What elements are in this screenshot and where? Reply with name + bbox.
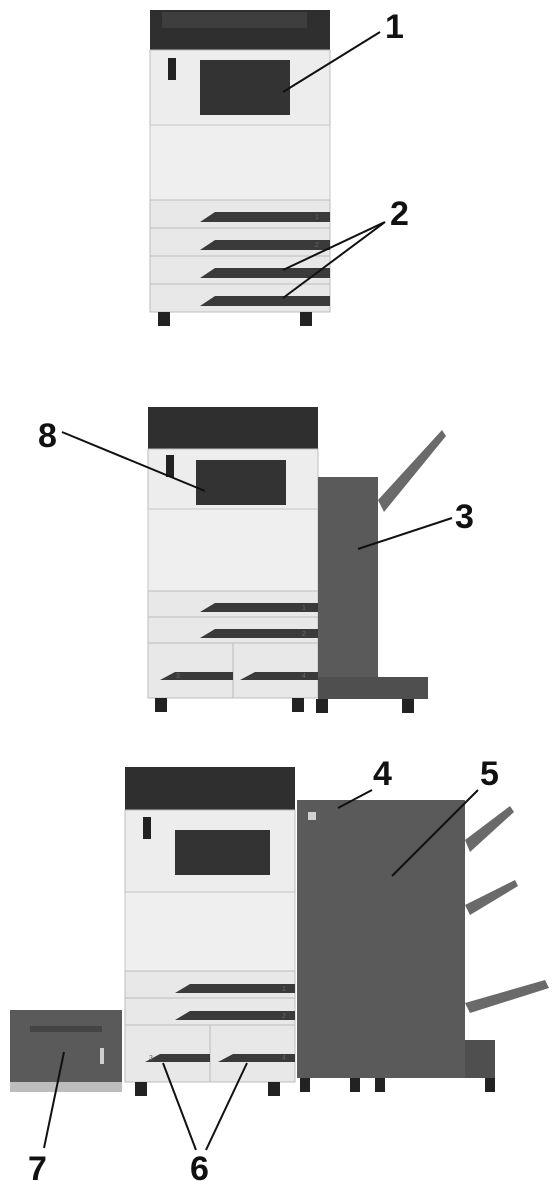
tray-handle xyxy=(175,1011,295,1020)
tray-handle xyxy=(200,629,318,638)
leader-line-3 xyxy=(357,517,453,550)
caster xyxy=(135,1082,147,1096)
tandem-tray-3 xyxy=(147,642,234,699)
finisher-bin xyxy=(378,430,446,512)
adf-scanner xyxy=(125,767,295,810)
tray-number: 1 xyxy=(315,214,319,221)
printer-basic-config: 1 2 1 2 xyxy=(149,8,409,326)
caster xyxy=(350,1078,360,1092)
printer-full-config: 1 2 3 4 4 5 6 7 xyxy=(10,755,549,1181)
finisher-bin xyxy=(465,806,514,852)
tray-handle xyxy=(175,984,295,993)
tray-handle xyxy=(145,1054,210,1062)
callout-8: 8 xyxy=(38,417,57,455)
status-light xyxy=(168,58,176,80)
callout-1: 1 xyxy=(385,8,404,46)
tray-number: 2 xyxy=(315,242,319,249)
leader-line-8 xyxy=(61,431,206,492)
caster xyxy=(158,312,170,326)
caster xyxy=(300,1078,310,1092)
tray-handle xyxy=(200,212,330,222)
tray-number: 2 xyxy=(282,1013,286,1020)
leader-line-5 xyxy=(391,789,479,877)
standard-output-bin xyxy=(200,60,290,115)
front-door xyxy=(149,124,331,201)
tray-number: 4 xyxy=(282,1055,286,1062)
leader-line-2a xyxy=(282,221,386,271)
tray-number: 4 xyxy=(302,673,306,680)
unit-button xyxy=(308,812,316,820)
finisher-base xyxy=(318,677,428,699)
callout-6: 6 xyxy=(190,1150,209,1181)
tray-number: 1 xyxy=(302,605,306,612)
caster xyxy=(485,1078,495,1092)
callout-7: 7 xyxy=(28,1150,47,1181)
callout-2: 2 xyxy=(390,195,409,233)
high-capacity-feeder xyxy=(10,1010,122,1082)
leader-line-6a xyxy=(162,1062,197,1151)
front-door xyxy=(147,508,319,592)
booklet-finisher xyxy=(362,800,465,1078)
tray-number: 2 xyxy=(302,631,306,638)
callout-4: 4 xyxy=(373,755,392,793)
leader-line-4 xyxy=(337,789,373,809)
tray-handle xyxy=(200,240,330,250)
caster xyxy=(268,1082,280,1096)
leader-line-7 xyxy=(43,1051,65,1149)
callout-5: 5 xyxy=(480,755,499,793)
tray-handle xyxy=(218,1054,295,1062)
callout-3: 3 xyxy=(455,498,474,536)
caster xyxy=(375,1078,385,1092)
feeder-base xyxy=(10,1082,122,1092)
caster xyxy=(316,699,328,713)
status-light xyxy=(143,817,151,839)
front-door xyxy=(124,891,296,972)
leader-line-6b xyxy=(205,1062,248,1151)
output-area xyxy=(196,460,286,505)
caster xyxy=(402,699,414,713)
caster xyxy=(155,698,167,712)
tray-handle xyxy=(240,672,318,680)
tray-number: 3 xyxy=(176,673,180,680)
printer-with-finisher-config: 1 2 3 4 8 3 xyxy=(38,407,474,713)
hole-punch-unit xyxy=(297,800,362,1078)
tandem-tray-4 xyxy=(209,1024,296,1083)
status-light xyxy=(166,455,174,477)
tray-handle xyxy=(200,296,330,306)
feeder-indicator xyxy=(100,1048,104,1064)
leader-line-1 xyxy=(282,31,381,93)
caster xyxy=(300,312,312,326)
caster xyxy=(292,698,304,712)
tray-number: 1 xyxy=(282,986,286,993)
finisher-bin xyxy=(465,880,518,915)
output-area xyxy=(175,830,270,875)
tray-handle xyxy=(200,268,330,278)
feeder-handle xyxy=(30,1026,102,1032)
tray-handle xyxy=(200,603,318,612)
adf-tray xyxy=(162,12,307,28)
finisher-base xyxy=(465,1040,495,1078)
finisher-bin xyxy=(465,980,549,1013)
tandem-tray-4 xyxy=(232,642,319,699)
adf-scanner xyxy=(148,407,318,449)
tray-handle xyxy=(160,672,233,680)
tray-number: 3 xyxy=(149,1055,153,1062)
staple-finisher xyxy=(318,477,378,677)
leader-line-2b xyxy=(282,221,386,299)
